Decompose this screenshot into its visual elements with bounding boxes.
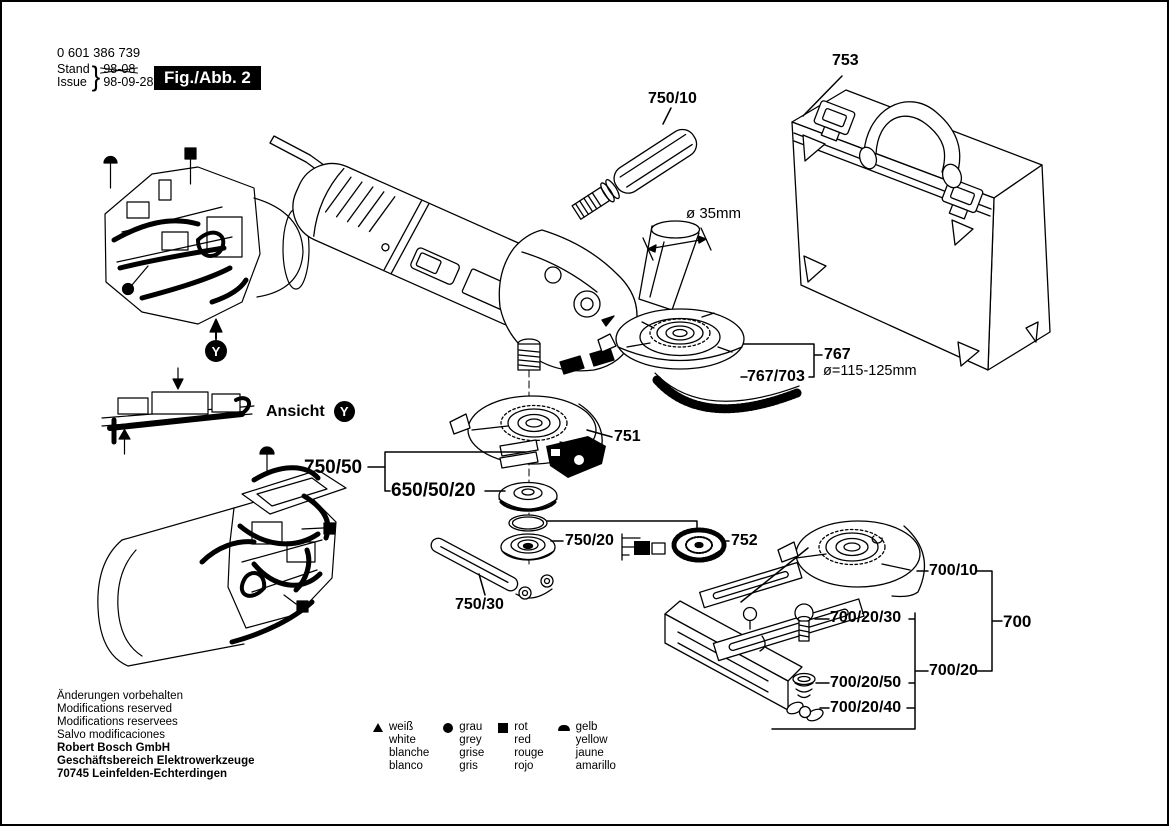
- art-round-nut-752: [671, 527, 727, 563]
- callout-753: 753: [832, 52, 859, 69]
- art-rear-housing-view-top: Y: [103, 147, 310, 362]
- view-letter-badge: Y: [333, 401, 355, 422]
- dimension-disc-diameter: ø=115-125mm: [823, 363, 917, 379]
- notice-line: Salvo modificaciones: [57, 729, 166, 741]
- callout-750-20: 750/20: [565, 532, 614, 549]
- stand-date-struck: 98-08: [103, 62, 136, 76]
- legend-term: weiß: [389, 721, 414, 733]
- issue-label: Issue: [57, 75, 87, 89]
- art-guard-700-10: [777, 520, 926, 598]
- legend-term: red: [514, 734, 531, 746]
- legend-term: yellow: [575, 734, 608, 746]
- legend-term: rojo: [514, 760, 534, 772]
- company-division: Geschäftsbereich Elektrowerkzeuge: [57, 755, 255, 767]
- legend-term: rouge: [514, 747, 544, 759]
- art-clamp-symbol: [621, 533, 666, 561]
- callout-750-10: 750/10: [648, 90, 697, 107]
- callout-752: 752: [731, 532, 758, 549]
- legend-term: gelb: [575, 721, 598, 733]
- company-name: Robert Bosch GmbH: [57, 742, 171, 754]
- view-letter-badge: Y: [212, 344, 221, 359]
- art-case-753: [791, 89, 1051, 371]
- art-rear-housing-view-bottom: [97, 428, 347, 667]
- legend-term: blanche: [389, 747, 430, 759]
- square-icon: [498, 723, 509, 733]
- legend-term: gris: [459, 760, 478, 772]
- callout-750-50: 750/50: [304, 457, 363, 478]
- art-guard-751: [449, 395, 606, 478]
- callout-751: 751: [614, 428, 641, 445]
- art-ansicht-view: [101, 367, 255, 445]
- callout-700-20-40: 700/20/40: [830, 699, 902, 716]
- legend-item-red: rot red rouge rojo: [498, 721, 544, 773]
- callout-700-20: 700/20: [929, 662, 978, 679]
- legend-term: amarillo: [575, 760, 616, 772]
- company-address: 70745 Leinfelden-Echterdingen: [57, 768, 227, 780]
- art-grinder: [269, 135, 638, 375]
- legend-term: white: [389, 734, 416, 746]
- legend-term: blanco: [389, 760, 423, 772]
- brace-glyph: }: [91, 59, 101, 92]
- legend-item-yellow: gelb yellow jaune amarillo: [557, 721, 616, 773]
- legend-term: grau: [459, 721, 483, 733]
- legend-term: grise: [459, 747, 485, 759]
- callout-750-30: 750/30: [455, 596, 504, 613]
- art-side-handle: [571, 128, 698, 220]
- callout-700-10: 700/10: [929, 562, 978, 579]
- color-legend: weiß white blanche blanco grau grey gris…: [373, 721, 616, 773]
- legend-term: jaune: [575, 747, 604, 759]
- circle-icon: [443, 723, 454, 733]
- art-dust-hood: [597, 220, 802, 414]
- dimension-tube-diameter: ø 35mm: [686, 205, 742, 222]
- callout-650-50-20: 650/50/20: [391, 480, 476, 501]
- callout-700-20-50: 700/20/50: [830, 674, 902, 691]
- stand-label: Stand: [57, 62, 90, 76]
- art-spanner-750-30: [430, 537, 554, 600]
- ansicht-view-label: Ansicht Y: [266, 401, 355, 422]
- legend-term: grey: [459, 734, 482, 746]
- drawing-header: 0 601 386 739 Stand Issue } 98-08 98-09-…: [57, 45, 154, 92]
- triangle-icon: [373, 723, 383, 732]
- callout-767-703: 767/703: [747, 368, 805, 385]
- ansicht-text: Ansicht: [266, 402, 325, 420]
- legend-item-white: weiß white blanche blanco: [373, 721, 429, 773]
- callout-700-20-30: 700/20/30: [830, 609, 902, 626]
- callout-767: 767: [824, 346, 851, 363]
- part-number: 0 601 386 739: [57, 45, 141, 60]
- footer-notices: Änderungen vorbehalten Modifications res…: [57, 690, 255, 781]
- half-circle-icon: [557, 725, 570, 731]
- art-guide-fence: [664, 561, 865, 722]
- callout-700: 700: [1003, 612, 1032, 631]
- issue-date: 98-09-28: [103, 75, 154, 89]
- notice-line: Modifications reserved: [57, 703, 173, 715]
- art-flange-stack: [498, 481, 558, 561]
- figure-badge: Fig./Abb. 2: [154, 66, 261, 90]
- notice-line: Änderungen vorbehalten: [57, 690, 183, 702]
- legend-item-grey: grau grey grise gris: [443, 721, 484, 773]
- leader-lines: [367, 75, 1003, 730]
- notice-line: Modifications reservees: [57, 716, 178, 728]
- legend-term: rot: [514, 721, 528, 733]
